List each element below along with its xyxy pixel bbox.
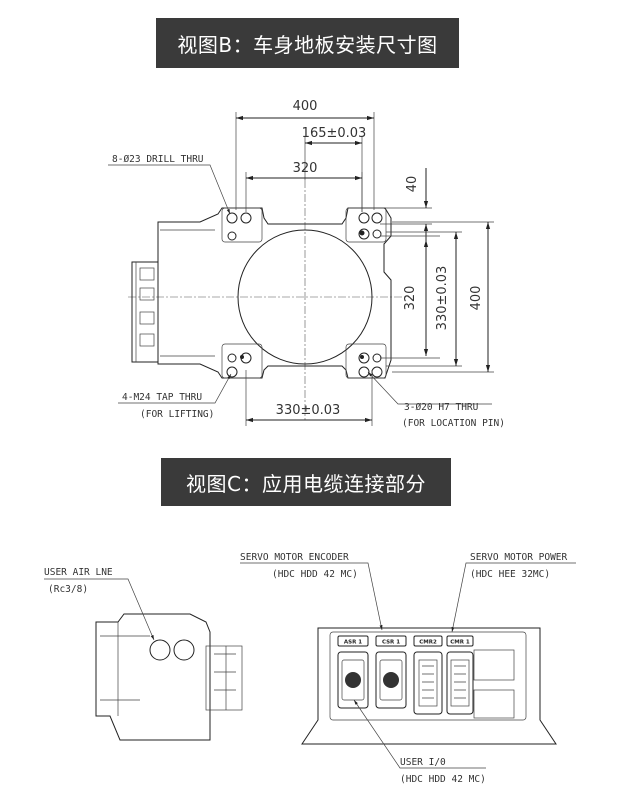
air-port-2 bbox=[173, 639, 195, 661]
connector-panel: ASR 1 CSR 1 CMR2 CMR 1 bbox=[240, 552, 576, 785]
connector-cmr2: CMR2 bbox=[413, 635, 443, 715]
label-drill-thru: 8-Ø23 DRILL THRU bbox=[112, 154, 204, 165]
connector-asr1: ASR 1 bbox=[337, 635, 369, 709]
corner-pads bbox=[221, 207, 387, 379]
view-b-drawing: 400 165±0.03 320 40 320 330±0.03 400 bbox=[108, 99, 505, 429]
connector-csr1: CSR 1 bbox=[375, 635, 407, 709]
air-port-1 bbox=[149, 639, 171, 661]
dim-320-side: 320 bbox=[403, 286, 418, 311]
side-connector-block bbox=[131, 261, 159, 363]
label-servo-encoder: SERVO MOTOR ENCODER bbox=[240, 552, 349, 563]
dim-400-top: 400 bbox=[293, 99, 318, 114]
dim-40: 40 bbox=[405, 176, 420, 193]
label-rc38: (Rc3/8) bbox=[48, 584, 88, 595]
dim-165: 165±0.03 bbox=[302, 126, 367, 141]
label-encoder-type: (HDC HDD 42 MC) bbox=[272, 569, 358, 580]
label-user-air-line: USER AIR LNE bbox=[44, 567, 113, 578]
view-b-title-banner: 视图B：车身地板安装尺寸图 bbox=[156, 18, 459, 68]
label-user-io: USER I/0 bbox=[400, 757, 446, 768]
svg-text:CMR2: CMR2 bbox=[419, 640, 437, 646]
label-location-pin: 3-Ø20 H7 THRU bbox=[404, 402, 479, 413]
label-servo-power: SERVO MOTOR POWER bbox=[470, 552, 568, 563]
svg-text:CMR 1: CMR 1 bbox=[450, 640, 470, 646]
svg-text:CSR 1: CSR 1 bbox=[382, 640, 400, 646]
label-user-io-type: (HDC HDD 42 MC) bbox=[400, 774, 486, 785]
connector-cmr1: CMR 1 bbox=[446, 635, 474, 715]
svg-text:ASR 1: ASR 1 bbox=[344, 640, 362, 646]
label-for-lifting: (FOR LIFTING) bbox=[140, 409, 214, 420]
center-bore bbox=[237, 229, 373, 365]
label-power-type: (HDC HEE 32MC) bbox=[470, 569, 550, 580]
label-tap-thru: 4-M24 TAP THRU bbox=[122, 392, 202, 403]
label-for-location-pin: (FOR LOCATION PIN) bbox=[402, 418, 505, 429]
dim-320-top: 320 bbox=[293, 161, 318, 176]
side-view: USER AIR LNE (Rc3/8) bbox=[44, 567, 243, 741]
floor-plate-outline bbox=[157, 207, 392, 379]
dim-330-side: 330±0.03 bbox=[435, 266, 450, 331]
view-c-drawing: USER AIR LNE (Rc3/8) ASR 1 CSR 1 bbox=[44, 552, 576, 785]
view-c-title-banner: 视图C：应用电缆连接部分 bbox=[161, 458, 451, 506]
dim-330-bottom: 330±0.03 bbox=[276, 403, 341, 418]
dim-400-side: 400 bbox=[469, 286, 484, 311]
